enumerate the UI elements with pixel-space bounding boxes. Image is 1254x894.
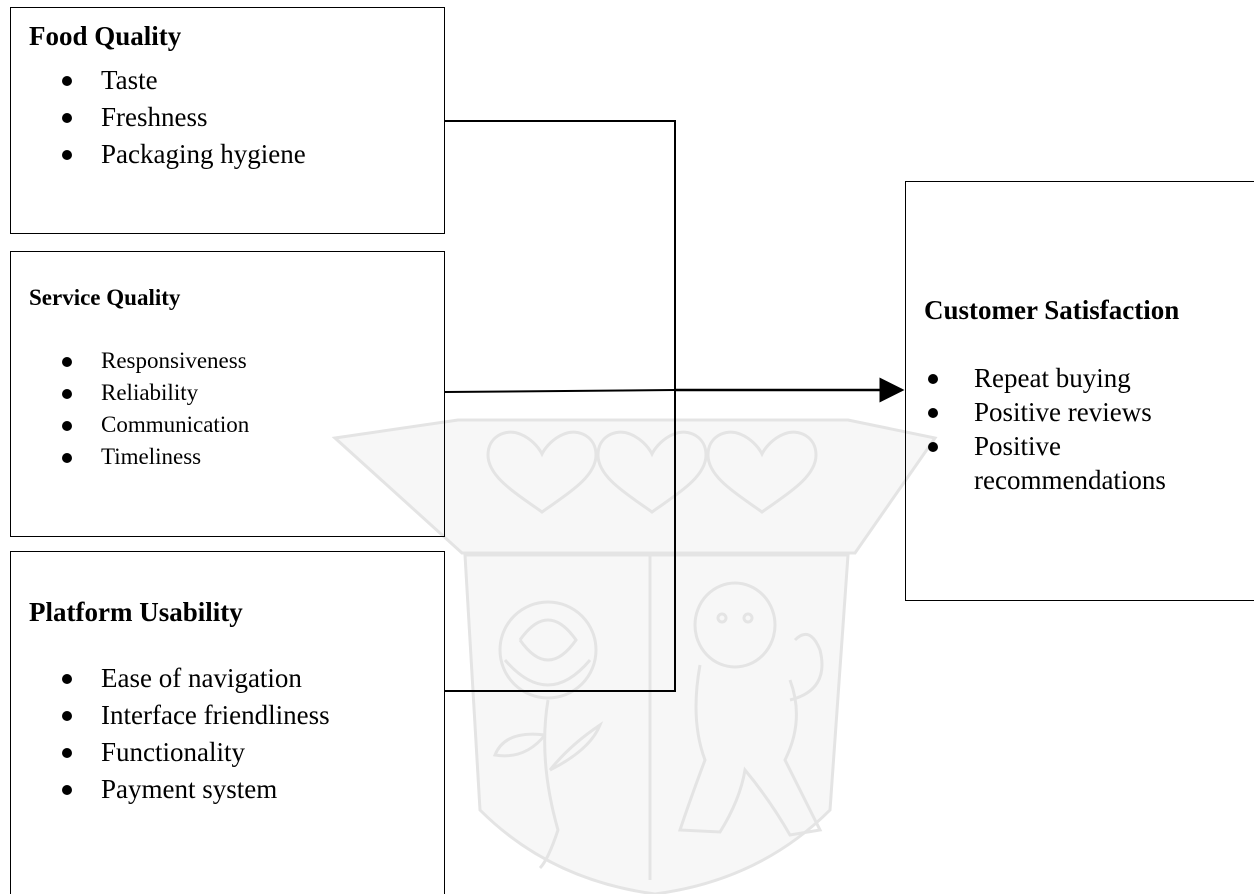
customer-satisfaction-title: Customer Satisfaction [924,295,1180,325]
heart-icon [706,430,818,514]
heart-icon [486,430,598,514]
list-item: Payment system [11,771,330,808]
food-quality-list: Taste Freshness Packaging hygiene [11,62,306,173]
connector-food-quality [445,120,676,390]
list-item: Positive reviews [906,395,1204,429]
lion-icon [677,581,824,837]
platform-usability-box: Platform Usability Ease of navigation In… [10,551,445,894]
list-item: Freshness [11,99,306,136]
service-quality-title: Service Quality [29,285,181,310]
list-item: Reliability [11,377,249,409]
list-item: Packaging hygiene [11,136,306,173]
customer-satisfaction-list: Repeat buying Positive reviews Positive … [906,361,1204,497]
customer-satisfaction-box: Customer Satisfaction Repeat buying Posi… [905,181,1254,601]
food-quality-title: Food Quality [29,21,182,51]
list-item: Responsiveness [11,345,249,377]
crest-banner [331,418,938,555]
list-item: Timeliness [11,441,249,473]
platform-usability-title: Platform Usability [29,597,243,627]
list-item: Interface friendliness [11,697,330,734]
list-item: Repeat buying [906,361,1204,395]
list-item: Positive recommendations [906,429,1204,497]
service-quality-list: Responsiveness Reliability Communication… [11,345,249,473]
connector-platform-usability [445,390,676,692]
rose-icon [492,600,604,870]
list-item: Communication [11,409,249,441]
service-quality-box: Service Quality Responsiveness Reliabili… [10,251,445,537]
list-item: Taste [11,62,306,99]
food-quality-box: Food Quality Taste Freshness Packaging h… [10,7,445,234]
list-item: Ease of navigation [11,660,330,697]
list-item: Functionality [11,734,330,771]
platform-usability-list: Ease of navigation Interface friendlines… [11,660,330,808]
heart-icon [596,430,708,514]
connector-service-quality [444,389,676,393]
